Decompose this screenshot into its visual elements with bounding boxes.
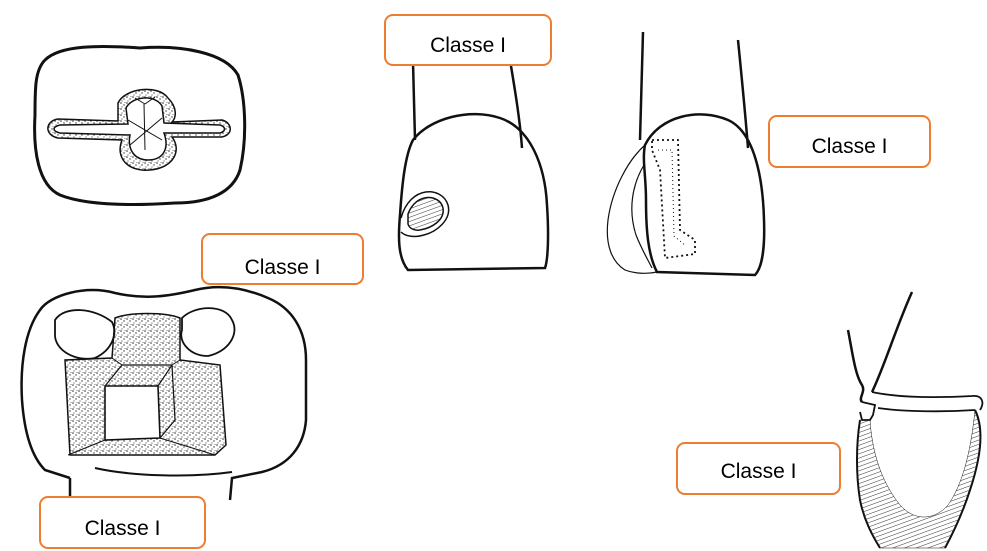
incisor-profile-tooth-icon [399, 60, 548, 270]
cervical-profile-tooth-icon [848, 292, 982, 548]
molar-preparation-tooth-icon [22, 287, 306, 500]
incisor-proximal-tooth-icon [607, 32, 764, 275]
label-classe-i-middle-left: Classe I [201, 233, 364, 285]
occlusal-view-tooth-icon [35, 46, 245, 204]
label-classe-i-right: Classe I [768, 115, 931, 168]
label-classe-i-bottom-right: Classe I [676, 442, 841, 495]
label-classe-i-bottom-left: Classe I [39, 496, 206, 549]
label-classe-i-top: Classe I [384, 14, 552, 66]
